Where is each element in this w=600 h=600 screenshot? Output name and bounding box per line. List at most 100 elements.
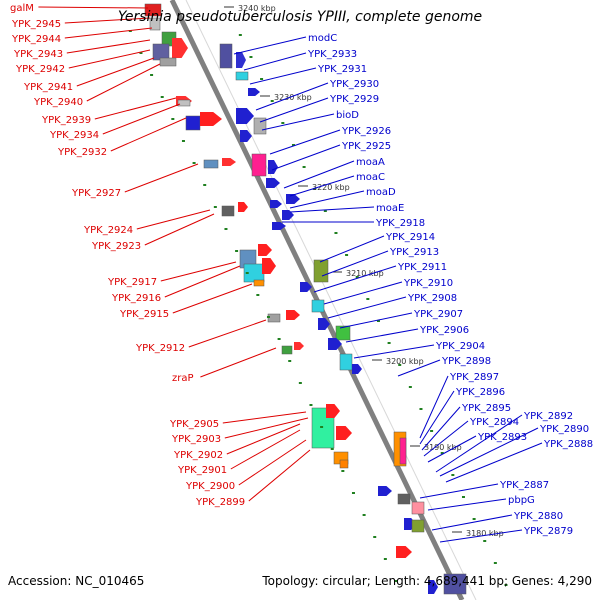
- gene-label-right: YPK_2918: [375, 218, 425, 229]
- grid-tick: [355, 276, 359, 278]
- leader-line-left: [188, 319, 267, 348]
- gene-feature: [240, 130, 252, 142]
- coordinate-label: 3180 kbp: [466, 529, 504, 538]
- gene-feature: [236, 108, 254, 124]
- gene-feature: [335, 325, 351, 341]
- grid-tick: [171, 118, 175, 120]
- leader-lines-layer: [38, 6, 543, 543]
- gene-label-right: moaE: [376, 203, 404, 214]
- gene-feature: [172, 38, 188, 58]
- leader-line-left: [86, 63, 161, 102]
- gene-feature: [266, 178, 280, 188]
- leader-line-right: [319, 235, 385, 263]
- gene-feature: [258, 244, 272, 256]
- leader-line-left: [238, 439, 307, 486]
- leader-line-right: [259, 97, 329, 123]
- grid-tick: [288, 360, 292, 362]
- grid-tick: [366, 298, 370, 300]
- coordinate-label: 3200 kbp: [386, 357, 424, 366]
- grid-tick: [408, 386, 412, 388]
- gene-feature: [311, 299, 325, 313]
- gene-feature: [313, 259, 329, 283]
- grid-tick: [235, 250, 239, 252]
- gene-feature: [396, 546, 412, 558]
- grid-tick: [461, 496, 465, 498]
- gene-feature: [200, 112, 222, 126]
- gene-feature: [248, 88, 260, 96]
- leader-line-right: [397, 359, 441, 377]
- gene-label-right: YPK_2895: [461, 403, 511, 414]
- gene-label-left: YPK_2900: [185, 481, 235, 492]
- grid-tick: [398, 364, 402, 366]
- gene-label-left: YPK_2940: [33, 97, 83, 108]
- gene-feature: [352, 364, 362, 374]
- gene-feature: [286, 310, 300, 320]
- leader-line-left: [224, 417, 309, 439]
- leader-line-left: [226, 423, 301, 455]
- grid-tick: [266, 316, 270, 318]
- gene-label-right: pbpG: [508, 495, 535, 506]
- grid-tick: [341, 470, 345, 472]
- grid-tick: [160, 96, 164, 98]
- leader-line-left: [64, 27, 153, 39]
- leader-line-right: [423, 420, 469, 457]
- grid-tick: [249, 56, 253, 58]
- gene-feature: [268, 160, 278, 174]
- gene-feature: [177, 99, 191, 107]
- leader-line-left: [76, 57, 155, 87]
- gene-feature: [443, 573, 467, 595]
- leader-line-left: [124, 163, 199, 193]
- gene-feature: [270, 200, 282, 208]
- gene-label-left: YPK_2934: [49, 130, 99, 141]
- leader-line-right: [439, 529, 523, 543]
- gene-label-left: YPK_2944: [11, 34, 61, 45]
- grid-tick: [291, 144, 295, 146]
- gene-feature: [397, 493, 411, 505]
- gene-feature: [339, 353, 353, 371]
- gene-label-left: YPK_2912: [135, 343, 185, 354]
- gene-feature: [336, 426, 352, 440]
- grid-tick: [150, 74, 154, 76]
- leader-line-right: [289, 206, 375, 213]
- leader-line-left: [248, 449, 311, 502]
- grid-tick: [387, 342, 391, 344]
- grid-tick: [224, 228, 228, 230]
- gene-label-left: YPK_2923: [91, 241, 141, 252]
- leader-line-right: [431, 514, 513, 531]
- backbone-edge: [185, 0, 477, 600]
- leader-line-right: [419, 390, 455, 445]
- gene-label-right: YPK_2925: [341, 141, 391, 152]
- leader-line-right: [427, 435, 477, 463]
- grid-tick: [493, 562, 497, 564]
- gene-feature: [251, 153, 267, 177]
- leader-line-right: [261, 113, 335, 131]
- gene-feature: [300, 282, 312, 292]
- leader-line-left: [172, 283, 253, 314]
- gene-label-left: YPK_2917: [107, 277, 157, 288]
- map-title: Yersinia pseudotuberculosis YPIII, compl…: [117, 9, 483, 25]
- grid-tick: [440, 452, 444, 454]
- leader-line-right: [289, 175, 355, 197]
- gene-label-right: YPK_2898: [441, 356, 491, 367]
- gene-feature: [328, 338, 342, 350]
- gene-feature: [152, 43, 170, 61]
- leader-line-right: [233, 36, 307, 55]
- grid-tick: [362, 514, 366, 516]
- gene-feature: [236, 52, 246, 68]
- grid-tick: [139, 52, 143, 54]
- leader-line-right: [419, 375, 449, 439]
- gene-label-left: YPK_2927: [71, 188, 121, 199]
- gene-label-left: YPK_2916: [111, 293, 161, 304]
- grid-tick: [181, 140, 185, 142]
- gene-label-right: YPK_2879: [523, 526, 573, 537]
- gene-feature: [339, 459, 349, 469]
- gene-feature: [222, 158, 236, 166]
- gene-label-right: YPK_2931: [317, 64, 367, 75]
- leader-line-left: [110, 117, 187, 152]
- gene-label-right: YPK_2890: [539, 424, 589, 435]
- gene-label-right: YPK_2906: [419, 325, 469, 336]
- gene-label-right: YPK_2904: [435, 341, 485, 352]
- grid-tick: [260, 78, 264, 80]
- gene-feature: [326, 404, 340, 418]
